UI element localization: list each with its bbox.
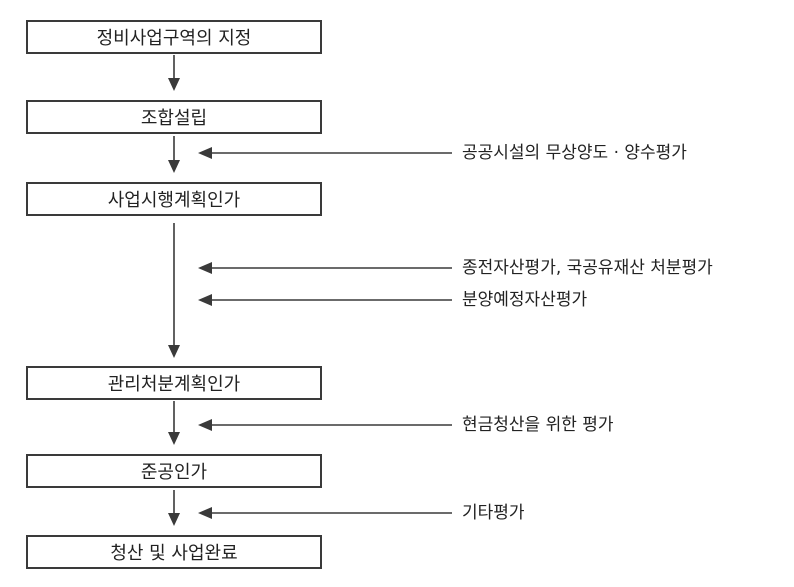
step-box-project-approval: 사업시행계획인가 [26, 182, 322, 216]
step-label-association: 조합설립 [140, 108, 208, 129]
step-label-project-approval: 사업시행계획인가 [107, 190, 241, 211]
step-box-settlement: 청산 및 사업완료 [26, 535, 322, 569]
step-label-designation: 정비사업구역의 지정 [96, 28, 252, 49]
input-arrow-2-head [198, 262, 212, 274]
flow-arrow-4-head [168, 432, 180, 445]
step-box-disposal-approval: 관리처분계획인가 [26, 366, 322, 400]
step-label-completion-approval: 준공인가 [140, 462, 208, 483]
step-box-completion-approval: 준공인가 [26, 454, 322, 488]
note-cash-settlement-valuation: 현금청산을 위한 평가 [462, 415, 614, 435]
note-sale-asset-valuation: 분양예정자산평가 [462, 290, 588, 310]
input-arrow-3-head [198, 294, 212, 306]
flow-arrow-1-head [168, 78, 180, 91]
input-arrow-1-head [198, 147, 212, 159]
input-arrow-4-head [198, 419, 212, 431]
step-box-association: 조합설립 [26, 100, 322, 134]
input-arrow-5-head [198, 507, 212, 519]
flow-arrow-3-head [168, 345, 180, 358]
note-prior-asset-valuation: 종전자산평가, 국공유재산 처분평가 [462, 258, 713, 278]
step-label-settlement: 청산 및 사업완료 [110, 543, 238, 564]
note-public-facility-valuation: 공공시설의 무상양도 · 양수평가 [462, 143, 687, 163]
step-box-designation: 정비사업구역의 지정 [26, 20, 322, 54]
flow-arrow-5-head [168, 513, 180, 526]
note-other-valuation: 기타평가 [462, 503, 525, 523]
flow-arrow-2-head [168, 160, 180, 173]
step-label-disposal-approval: 관리처분계획인가 [107, 374, 241, 395]
